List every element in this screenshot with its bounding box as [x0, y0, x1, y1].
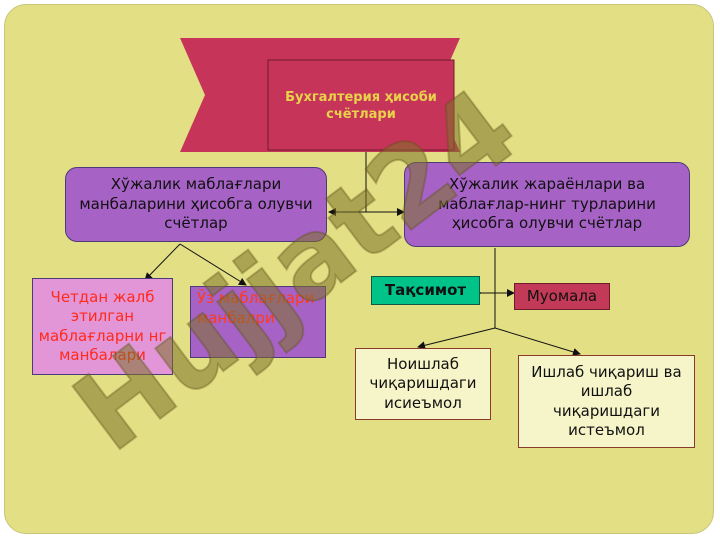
node-circulation: Муомала: [514, 283, 610, 310]
node-own-funds: Ўз маблағлари манбалри: [190, 286, 326, 358]
node-distribution: Тақсимот: [371, 276, 480, 305]
node-funding-sources: Хўжалик маблағлари манбаларини ҳисобга о…: [65, 167, 327, 242]
title-text: Бухгалтерия ҳисоби счётлари: [285, 90, 437, 122]
node-nonproduction-consumption: Ноишлаб чиқаришдаги исиеъмол: [355, 348, 491, 420]
node-processes-and-assets: Хўжалик жараёнлари ва маблағлар-нинг тур…: [404, 162, 690, 247]
node-production-consumption: Ишлаб чиқариш ва ишлаб чиқаришдаги истеъ…: [518, 355, 695, 448]
node-borrowed-funds: Четдан жалб этилган маблағларни нг манба…: [32, 278, 173, 375]
